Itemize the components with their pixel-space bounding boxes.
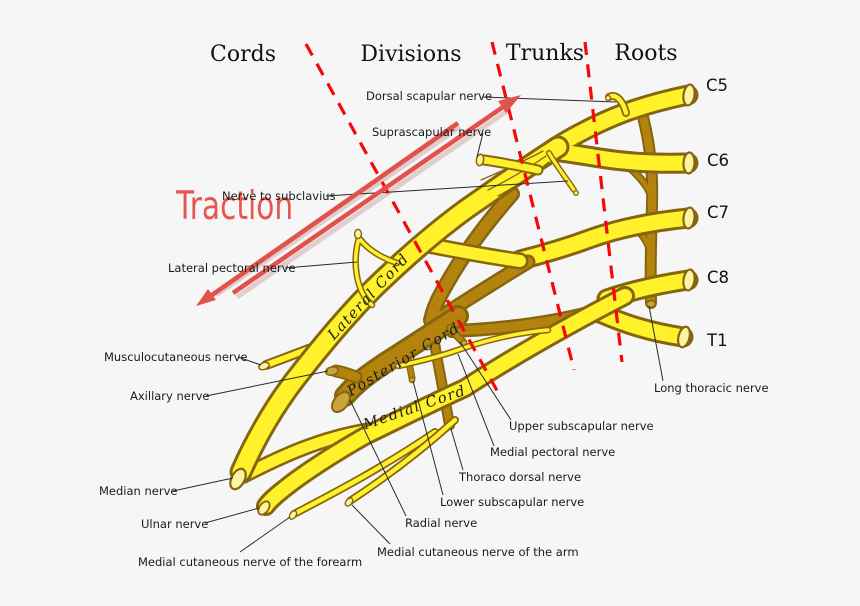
leader-med-cut-arm: [351, 504, 391, 545]
t1-end-cap: [676, 325, 692, 349]
label-medial-pectoral-nerve: Medial pectoral nerve: [490, 445, 616, 459]
median-end-cap: [229, 467, 247, 491]
traction-arrow-up-shaft: [231, 105, 505, 295]
root-label-c7: C7: [707, 203, 730, 222]
c8-end-cap: [682, 268, 696, 292]
dorsal-scapular-end-cap: [604, 94, 612, 102]
leader-axillary: [205, 370, 329, 397]
yellow-end-caps: [229, 83, 696, 520]
leader-ulnar: [204, 507, 260, 524]
radial-end-cap: [331, 390, 351, 414]
leader-medial-pectoral: [457, 353, 495, 447]
leader-radial: [349, 399, 407, 517]
label-median-nerve: Median nerve: [99, 484, 178, 498]
leader-musculocutaneous: [237, 356, 262, 366]
leader-lower-subscapular: [412, 380, 444, 496]
leader-upper-subscapular: [459, 341, 512, 421]
label-radial-nerve: Radial nerve: [405, 516, 478, 530]
label-upper-subscapular-nerve: Upper subscapular nerve: [509, 419, 654, 433]
region-header-roots: Roots: [614, 41, 678, 66]
label-ulnar-nerve: Ulnar nerve: [141, 517, 209, 531]
label-axillary-nerve: Axillary nerve: [130, 389, 210, 403]
leader-long-thoracic: [648, 305, 664, 382]
label-medial-cutaneous-forearm: Medial cutaneous nerve of the forearm: [138, 555, 363, 569]
lateral-pectoral-end-cap: [353, 228, 363, 240]
suprascapular-end-cap: [475, 153, 485, 167]
lower-subscapular-end-cap: [408, 376, 416, 384]
label-long-thoracic-nerve: Long thoracic nerve: [654, 381, 769, 395]
posterior-cord: [324, 305, 469, 414]
traction-annotation: Traction: [176, 184, 294, 229]
traction-arrow-up-head: [498, 95, 521, 113]
region-header-divisions: Divisions: [360, 42, 462, 67]
medial-pectoral-end-cap: [395, 363, 401, 369]
root-label-c6: C6: [707, 151, 730, 170]
label-musculocutaneous-nerve: Musculocutaneous nerve: [104, 350, 248, 364]
root-label-c8: C8: [707, 268, 730, 287]
traction-arrow-down-head: [196, 289, 216, 306]
c6-end-cap: [682, 151, 696, 175]
label-lower-subscapular-nerve: Lower subscapular nerve: [440, 495, 585, 509]
label-lateral-pectoral-nerve: Lateral pectoral nerve: [168, 261, 296, 275]
label-suprascapular-nerve: Suprascapular nerve: [372, 125, 492, 139]
musculocutaneous-end-cap: [258, 361, 270, 371]
label-dorsal-scapular-nerve: Dorsal scapular nerve: [366, 89, 493, 103]
medial-cutaneous-arm-end-cap: [344, 497, 354, 507]
c7-end-cap: [682, 206, 696, 230]
anterior-cords: [229, 135, 635, 518]
subclavius-end-cap: [573, 190, 579, 196]
medial-cutaneous-forearm-end-cap: [288, 510, 298, 520]
label-thoraco-dorsal-nerve: Thoraco dorsal nerve: [459, 470, 582, 484]
leader-lateral-pectoral: [284, 261, 358, 269]
separator-trunks-roots: [583, 41, 624, 363]
axillary-end-cap: [324, 366, 340, 376]
leader-med-cut-forearm: [239, 516, 291, 553]
root-label-t1: T1: [707, 331, 728, 350]
ulnar-end-cap: [257, 500, 271, 516]
leader-suprascapular: [476, 132, 484, 158]
label-nerve-to-subclavius: Nerve to subclavius: [222, 189, 336, 203]
label-medial-cutaneous-arm: Medial cutaneous nerve of the arm: [377, 545, 579, 559]
c5-end-cap: [682, 83, 696, 107]
top-thin-nerves: [352, 92, 630, 370]
root-label-c5: C5: [706, 76, 729, 95]
region-separators: [304, 41, 624, 397]
leader-thoracodorsal: [450, 428, 464, 471]
separator-divisions-trunks: [490, 41, 576, 371]
leader-median: [172, 477, 234, 492]
traction-arrow-down-shaft: [210, 121, 460, 297]
region-header-trunks: Trunks: [505, 41, 585, 66]
long-thoracic-end-cap: [645, 299, 657, 309]
region-header-cords: Cords: [210, 42, 276, 67]
traction-arrows: [196, 95, 521, 306]
